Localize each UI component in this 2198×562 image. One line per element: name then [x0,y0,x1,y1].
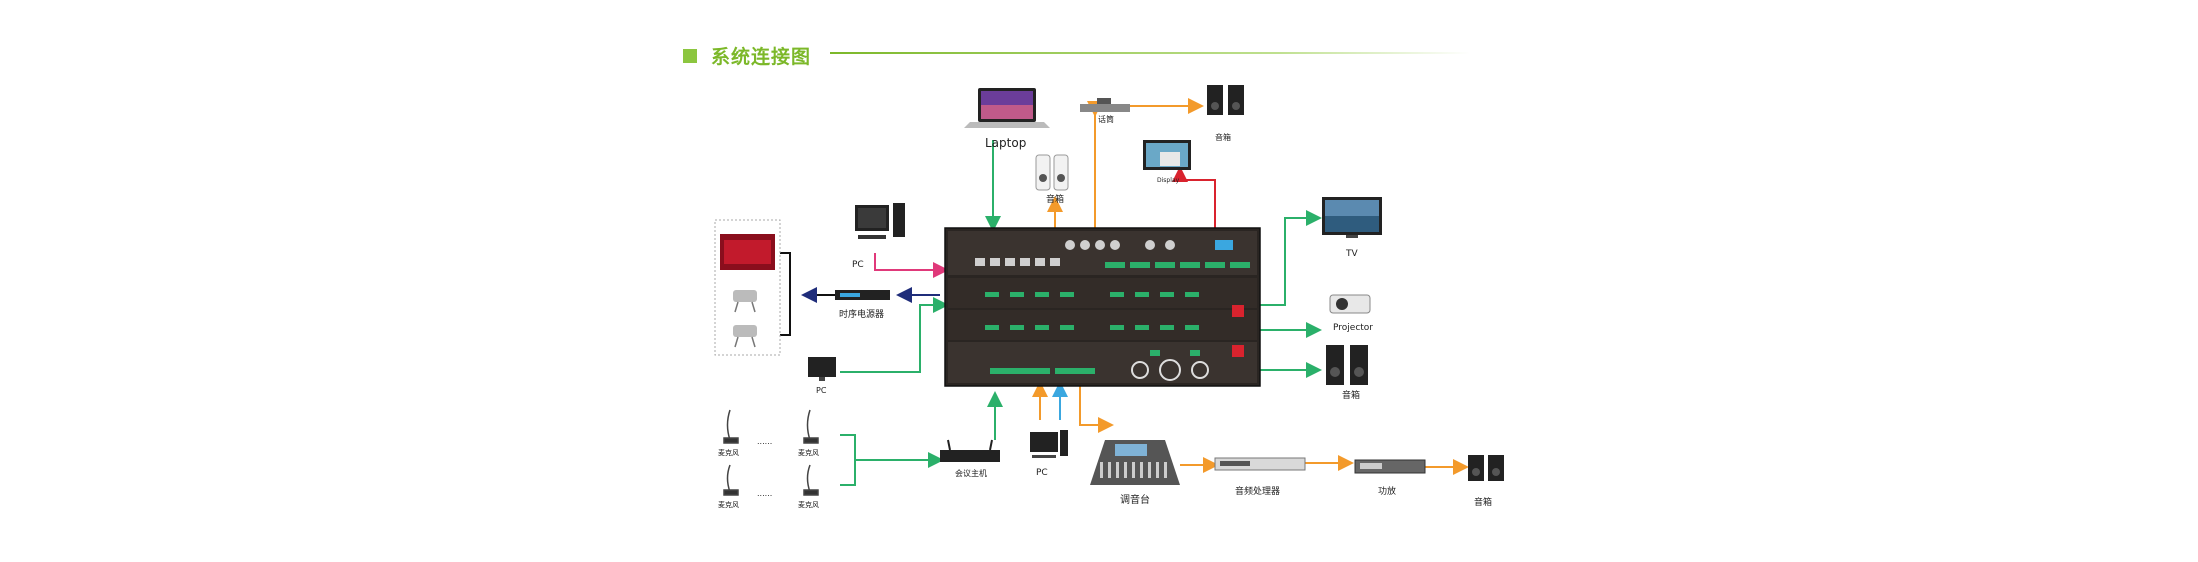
stage-light-icon [733,290,757,313]
mic3-label: 麦克风 [718,500,739,509]
audio-processor-label: 音频处理器 [1235,485,1280,497]
amplifier-label: 功放 [1378,485,1396,497]
speaker-white-icon [1035,154,1069,191]
mic-receiver-icon [1080,98,1130,112]
display-label: Display [1157,177,1180,184]
diagram-title: 系统连接图 [683,42,811,69]
mic2-label: 麦克风 [798,448,819,457]
page-title: 系统连接图 [711,46,812,68]
mic-top-label: 话筒 [1098,114,1114,124]
pc-left-label: PC [852,260,864,270]
pc-icon-lower-left [808,357,836,381]
line-rack-mixer [1079,385,1114,433]
line-mic-bracket [840,434,856,486]
title-underline [830,52,1470,54]
tv-icon [1322,197,1382,238]
line-lights-bracket [780,252,791,336]
audio-processor-icon [1214,457,1306,471]
line-pc-lower [840,297,949,373]
pc-icon-bottom [1030,430,1068,458]
mixer-label: 调音台 [1120,493,1150,506]
line-tv [1260,210,1322,306]
line-display [1172,166,1216,230]
line-pc-left [874,253,949,278]
speaker-pair-right-icon [1326,345,1368,385]
gooseneck-mics [723,409,819,496]
dots1: ...... [757,437,772,446]
connection-lines [780,98,1469,486]
display-icon [1143,140,1191,170]
pc-icon-left [855,203,905,239]
tv-label: TV [1345,249,1358,259]
dots2: ...... [757,489,772,498]
pc-bottom-label: PC [1036,468,1048,478]
title-square-icon [683,48,697,63]
lighting-group [714,219,781,356]
conf-host-label: 会议主机 [955,468,987,478]
speaker-bottom-label: 音箱 [1474,496,1492,508]
speaker-pair-bottom-icon [1468,455,1504,481]
speaker-top-center-label: 音箱 [1046,193,1064,205]
sequencer-label: 时序电源器 [839,308,884,320]
mic4-label: 麦克风 [798,500,819,509]
projector-icon [1329,294,1371,314]
amplifier-icon [1354,459,1426,474]
laptop-label: Laptop [985,136,1026,150]
sequencer-icon [835,290,890,300]
projector-label: Projector [1333,323,1373,333]
mixer-icon [1090,440,1180,485]
laptop-icon [964,88,1050,128]
speaker-pair-icon [1207,85,1244,115]
central-matrix-rack [944,227,1261,387]
stage-light-icon-2 [733,325,757,348]
speaker-right-label: 音箱 [1342,389,1360,401]
mic1-label: 麦克风 [718,448,739,457]
speaker-top-right-label: 音箱 [1215,132,1231,142]
conference-host-icon [940,439,1000,462]
pc-lower-left-label: PC [816,386,827,395]
